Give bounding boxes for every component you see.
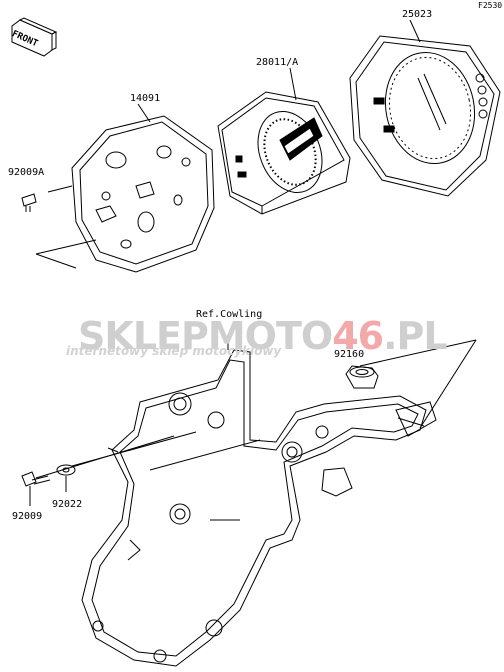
part-number-92009: 92009 [12,511,43,522]
reference-note: Ref.Cowling [196,309,263,320]
leader-line [359,339,477,367]
watermark-tagline: internetowy sklep motocyklowy [66,344,282,358]
part-number-92160: 92160 [334,349,365,360]
meter-case-drawing [71,103,215,273]
leader-line [107,447,119,453]
watermark-brand: SKLEPMOTO46.PL [78,314,448,358]
watermark-brand-num: 46 [332,314,384,358]
screw-92009-drawing [21,471,51,506]
leader-line [35,253,77,269]
watermark-brand-left: SKLEP [78,314,209,358]
meter-bracket-drawing [81,334,437,667]
part-number-92009a: 92009A [8,167,45,178]
leader-line [419,339,477,429]
leader-line [35,239,97,255]
part-number-14091: 14091 [130,93,161,104]
damper-drawing [345,365,379,389]
watermark-brand-mid: MOTO [207,314,333,358]
front-arrow-icon [11,17,58,57]
watermark-brand-tld: .PL [383,314,447,358]
meter-assembly-drawing [217,67,351,215]
part-number-28011-a: 28011/A [256,57,299,68]
screw-92009a-drawing [21,185,73,212]
part-number-25023: 25023 [402,9,433,20]
diagram-code: F2530 [478,1,503,10]
part-number-92022: 92022 [52,499,83,510]
meter-cover-drawing [349,19,501,197]
leader-line [71,431,197,467]
